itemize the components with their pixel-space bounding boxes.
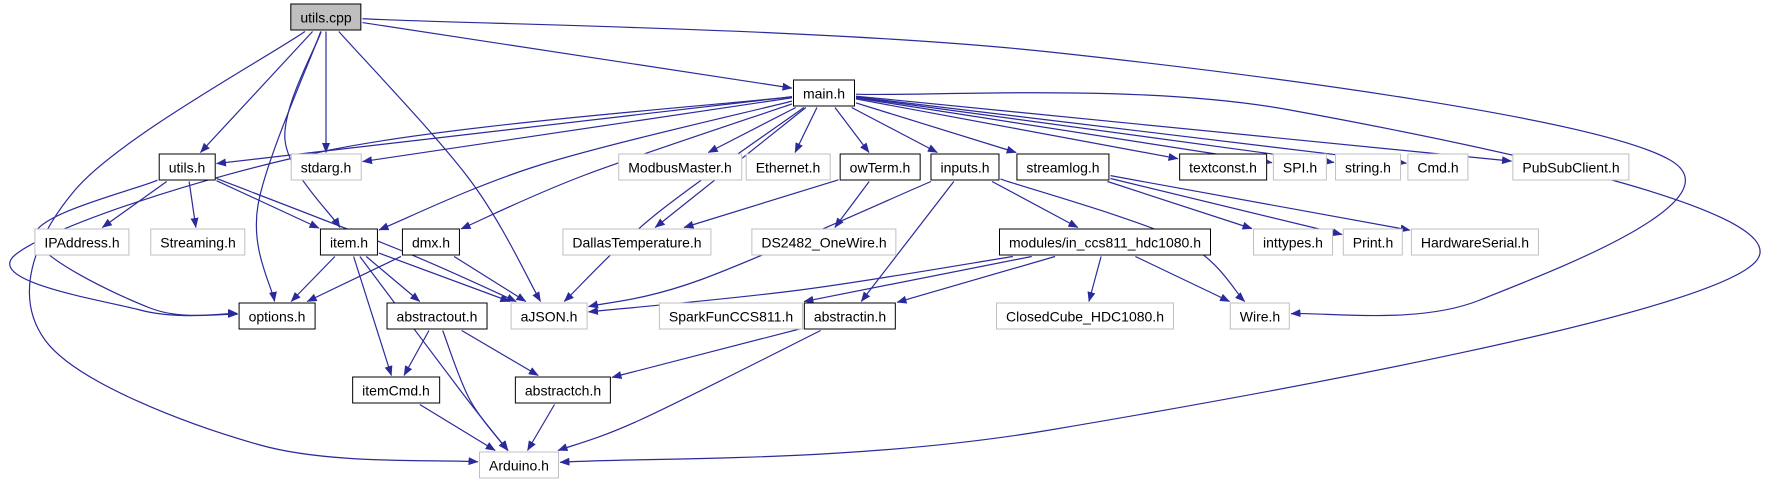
node-ajson_h: aJSON.h [510, 302, 588, 330]
node-main_h[interactable]: main.h [792, 79, 856, 107]
edge-utils_cpp-to-item_h [284, 31, 341, 228]
edge-streamlog_h-to-hardwareserial_h [1110, 175, 1411, 233]
edge-owterm_h-to-ds2482_onewire_h [834, 181, 870, 228]
edge-utils_h-to-ajson_h [216, 177, 517, 303]
edge-inputs_h-to-ajson_h [588, 180, 932, 309]
edge-inputs_h-to-abstractin_h [860, 181, 955, 302]
edge-utils_cpp-to-arduino_h [28, 31, 479, 466]
node-pubsubclient_h: PubSubClient.h [1512, 153, 1630, 181]
node-itemcmd_h[interactable]: itemCmd.h [352, 376, 440, 404]
node-abstractin_h[interactable]: abstractin.h [803, 302, 897, 330]
edge-in_ccs811_hdc1080_h-to-abstractin_h [896, 255, 1056, 304]
node-inputs_h[interactable]: inputs.h [930, 153, 1000, 181]
node-utils_h[interactable]: utils.h [158, 153, 216, 181]
edge-in_ccs811_hdc1080_h-to-closedcube_hdc1080_h [1087, 256, 1102, 302]
edge-abstractch_h-to-arduino_h [526, 404, 556, 451]
node-abstractout_h[interactable]: abstractout.h [386, 302, 488, 330]
node-ipaddress_h: IPAddress.h [34, 228, 130, 256]
node-wire_h: Wire.h [1229, 302, 1291, 330]
edge-main_h-to-modbusmaster_h [707, 106, 797, 154]
edge-main_h-to-owterm_h [834, 107, 870, 153]
edge-in_ccs811_hdc1080_h-to-sparkfunccs811_h [803, 255, 1032, 304]
edge-main_h-to-dmx_h [460, 103, 793, 230]
edge-abstractin_h-to-arduino_h [557, 329, 821, 452]
edge-main_h-to-ajson_h [563, 107, 805, 302]
node-cmd_h: Cmd.h [1407, 153, 1469, 181]
edge-utils_h-to-ipaddress_h [101, 181, 168, 228]
edge-utils_h-to-item_h [216, 180, 320, 229]
node-textconst_h[interactable]: textconst.h [1179, 153, 1267, 181]
edge-main_h-to-streamlog_h [855, 102, 1017, 154]
edge-abstractout_h-to-arduino_h [442, 330, 509, 451]
node-stdarg_h: stdarg.h [290, 153, 362, 181]
node-dmx_h[interactable]: dmx.h [401, 228, 461, 256]
edge-abstractin_h-to-abstractch_h [611, 327, 804, 379]
edge-inputs_h-to-in_ccs811_hdc1080_h [991, 180, 1079, 229]
node-ethernet_h: Ethernet.h [745, 153, 831, 181]
edge-dmx_h-to-ajson_h [453, 255, 527, 303]
node-hardwareserial_h: HardwareSerial.h [1410, 228, 1540, 256]
node-owterm_h[interactable]: owTerm.h [839, 153, 921, 181]
edge-main_h-to-string_h [855, 96, 1335, 166]
node-streaming_h: Streaming.h [150, 228, 246, 256]
edge-main_h-to-pubsubclient_h [855, 95, 1512, 165]
edge-utils_cpp-to-main_h [362, 21, 793, 91]
edge-main_h-to-options_h [9, 96, 793, 318]
edge-item_h-to-arduino_h [359, 256, 509, 451]
edge-main_h-to-ethernet_h [794, 107, 818, 153]
edge-abstractout_h-to-itemcmd_h [403, 330, 430, 376]
edge-item_h-to-abstractout_h [365, 256, 421, 302]
node-ds2482_onewire_h: DS2482_OneWire.h [751, 228, 897, 256]
edge-main_h-to-stdarg_h [362, 97, 793, 165]
node-options_h[interactable]: options.h [238, 302, 316, 330]
edge-main_h-to-spi_h [855, 97, 1273, 166]
node-spi_h: SPI.h [1272, 153, 1328, 181]
edge-item_h-to-options_h [290, 256, 336, 302]
edge-in_ccs811_hdc1080_h-to-wire_h [1135, 255, 1231, 303]
edge-utils_cpp-to-options_h [255, 31, 322, 302]
edge-utils_cpp-to-wire_h [362, 18, 1686, 318]
node-closedcube_hdc1080_h: ClosedCube_HDC1080.h [996, 302, 1174, 330]
edge-main_h-to-utils_h [216, 96, 793, 167]
node-string_h: string.h [1335, 153, 1401, 181]
edge-main_h-to-arduino_h [559, 92, 1761, 466]
edge-utils_h-to-options_h [34, 179, 238, 317]
edge-streamlog_h-to-print_h [1110, 177, 1343, 237]
node-dallastemperature_h: DallasTemperature.h [562, 228, 712, 256]
edge-streamlog_h-to-inttypes_h [1107, 180, 1253, 230]
node-item_h[interactable]: item.h [319, 228, 379, 256]
node-streamlog_h[interactable]: streamlog.h [1016, 153, 1110, 181]
edge-in_ccs811_hdc1080_h-to-ajson_h [588, 255, 1013, 315]
node-arduino_h: Arduino.h [479, 451, 559, 479]
edge-utils_cpp-to-ajson_h [338, 31, 542, 302]
node-in_ccs811_hdc1080_h[interactable]: modules/in_ccs811_hdc1080.h [999, 228, 1211, 256]
node-utils_cpp: utils.cpp [290, 3, 362, 31]
edge-utils_h-to-streaming_h [188, 181, 199, 228]
edge-itemcmd_h-to-arduino_h [419, 403, 496, 452]
edge-abstractout_h-to-abstractch_h [461, 329, 539, 377]
edge-dmx_h-to-options_h [306, 255, 402, 303]
node-sparkfunccs811_h: SparkFunCCS811.h [658, 302, 804, 330]
edge-main_h-to-cmd_h [855, 96, 1407, 167]
edge-main_h-to-item_h [378, 100, 793, 231]
edge-item_h-to-ajson_h [378, 252, 511, 303]
node-inttypes_h: inttypes.h [1253, 228, 1333, 256]
node-print_h: Print.h [1342, 228, 1404, 256]
edge-main_h-to-inputs_h [851, 106, 938, 154]
node-abstractch_h[interactable]: abstractch.h [514, 376, 612, 404]
node-modbusmaster_h: ModbusMaster.h [618, 153, 742, 181]
edge-utils_cpp-to-utils_h [199, 31, 314, 153]
edge-main_h-to-textconst_h [855, 98, 1179, 161]
edge-owterm_h-to-dallastemperature_h [683, 179, 839, 229]
